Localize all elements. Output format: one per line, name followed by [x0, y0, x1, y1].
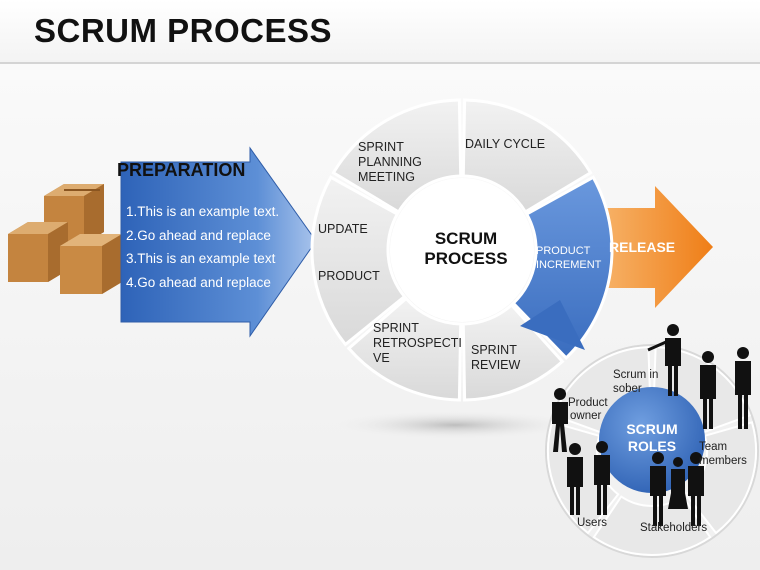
product-increment-segment — [511, 175, 614, 361]
title-bar: SCRUM PROCESS — [0, 0, 760, 64]
product-update-segment — [310, 175, 407, 347]
sprint-review-label: SPRINT REVIEW — [471, 343, 521, 372]
sprint-planning-segment — [331, 98, 463, 214]
boxes-illustration — [8, 184, 122, 294]
people-silhouettes — [552, 324, 751, 526]
scrum-master-label: Scrum in sober — [613, 369, 662, 395]
product-increment-label: PRODUCT INCREMENT — [536, 245, 602, 271]
sprint-review-segment — [461, 302, 565, 402]
roles-segment — [684, 421, 757, 535]
daily-cycle-label: DAILY CYCLE — [465, 137, 545, 151]
product-owner-label: Product owner — [568, 397, 611, 422]
release-arrow — [598, 186, 713, 308]
product-label: PRODUCT — [318, 269, 380, 283]
preparation-item: 1.This is an example text. — [126, 204, 280, 219]
users-label: Users — [577, 517, 607, 529]
sprint-retrospective-segment — [346, 296, 463, 402]
roles-segment — [592, 495, 712, 556]
scrum-cycle — [310, 98, 614, 402]
team-members-label: Team members — [699, 441, 747, 467]
update-label: UPDATE — [318, 222, 368, 236]
scrum-process-center-line1: SCRUM — [435, 229, 497, 248]
sprint-planning-label: SPRINT PLANNING MEETING — [358, 140, 425, 184]
release-label: RELEASE — [609, 239, 675, 255]
sprint-retrospective-label: SPRINT RETROSPECTI VE — [373, 321, 465, 365]
scrum-roles-center-line2: ROLES — [628, 438, 676, 454]
preparation-item: 2.Go ahead and replace — [126, 227, 271, 243]
scrum-roles-center-line1: SCRUM — [626, 421, 677, 437]
preparation-list: 1.This is an example text. 2.Go ahead an… — [126, 200, 279, 294]
preparation-heading: PREPARATION — [117, 160, 246, 180]
cycle-center-circle — [390, 178, 534, 322]
preparation-item: 4.Go ahead and replace — [126, 274, 271, 290]
daily-cycle-segment — [461, 98, 593, 214]
stakeholders-label: Stakeholders — [640, 522, 707, 534]
preparation-arrow — [120, 146, 317, 338]
preparation-item: 3.This is an example text — [126, 251, 276, 266]
page-title: SCRUM PROCESS — [34, 12, 333, 49]
scrum-process-center-line2: PROCESS — [424, 249, 507, 268]
cycle-shadow — [335, 411, 575, 439]
product-increment-arrowhead — [520, 300, 585, 350]
